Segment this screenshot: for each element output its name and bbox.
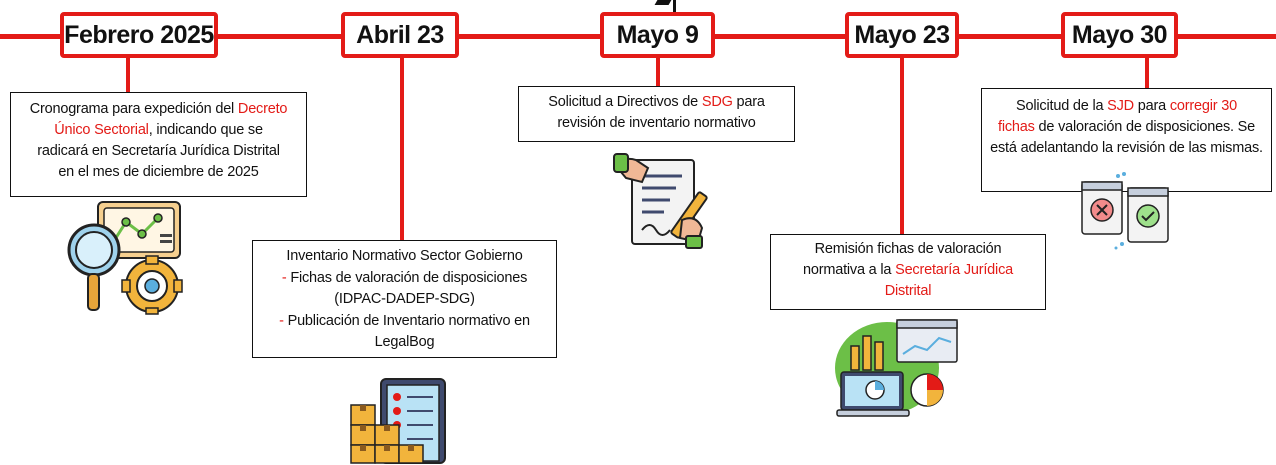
note2-line2: Fichas de valoración de disposiciones	[290, 269, 528, 286]
note3-text-d: revisión de inventario normativo	[557, 115, 756, 131]
note1-text-b: Decreto	[237, 101, 288, 117]
checklist-boxes-icon	[350, 378, 446, 464]
note5-text-f: de valoración de disposiciones. Se	[1034, 119, 1256, 135]
date-abril-23: Abril 23	[341, 12, 459, 58]
note3-text-b: SDG	[701, 94, 733, 110]
note2-dash1: -	[281, 269, 291, 286]
note1-text-a: Cronograma para expedición del	[29, 101, 238, 117]
note2-line5: LegalBog	[374, 334, 435, 350]
note5-text-b: SJD	[1107, 98, 1134, 114]
date-febrero-2025: Febrero 2025	[60, 12, 218, 58]
note5-text-c: para	[1133, 98, 1170, 114]
connector-mayo23	[900, 56, 904, 236]
note2-line4: Publicación de Inventario normativo en	[287, 312, 530, 329]
note1-text-d: , indicando que se	[148, 122, 263, 138]
note5-text-d: corregir 30	[1169, 98, 1237, 114]
note2-line1: Inventario Normativo Sector Gobierno	[286, 248, 523, 264]
note2-line3: (IDPAC-DADEP-SDG)	[334, 291, 475, 307]
note4-line1: Remisión fichas de valoración	[814, 241, 1002, 257]
note1-text-e: radicará en Secretaría Jurídica Distrita…	[37, 143, 280, 159]
note5-text-g: está adelantando la revisión de las mism…	[990, 140, 1263, 156]
signing-contract-icon	[613, 153, 708, 249]
note-remision: Remisión fichas de valoración normativa …	[770, 234, 1046, 310]
connector-mayo30	[1145, 56, 1149, 88]
charts-dashboard-icon	[835, 319, 958, 417]
top-cable-end	[654, 0, 672, 5]
note3-text-c: para	[732, 94, 765, 110]
approve-reject-icon	[1081, 172, 1169, 250]
note1-text-c: Único Sectorial	[54, 122, 149, 138]
connector-febrero	[126, 56, 130, 96]
note3-text-a: Solicitud a Directivos de	[548, 94, 702, 110]
analytics-gear-icon	[67, 201, 183, 315]
date-mayo-23: Mayo 23	[845, 12, 959, 58]
note-solicitud-sdg: Solicitud a Directivos de SDG para revis…	[518, 86, 795, 142]
note4-line3: Distrital	[884, 283, 932, 299]
note-cronograma: Cronograma para expedición del Decreto Ú…	[10, 92, 307, 197]
connector-mayo9	[656, 56, 660, 86]
note-inventario: Inventario Normativo Sector Gobierno - F…	[252, 240, 557, 358]
top-cable	[673, 0, 676, 14]
note4-line2a: normativa a la	[802, 262, 896, 278]
note1-text-f: en el mes de diciembre de 2025	[58, 164, 259, 180]
connector-abril	[400, 56, 404, 241]
note4-line2b: Secretaría Jurídica	[895, 262, 1013, 278]
note-solicitud-sjd: Solicitud de la SJD para corregir 30 fic…	[981, 88, 1272, 192]
date-mayo-30: Mayo 30	[1061, 12, 1178, 58]
note5-text-e: fichas	[998, 119, 1035, 135]
note5-text-a: Solicitud de la	[1016, 98, 1108, 114]
note2-dash2: -	[279, 312, 288, 329]
date-mayo-9: Mayo 9	[600, 12, 715, 58]
